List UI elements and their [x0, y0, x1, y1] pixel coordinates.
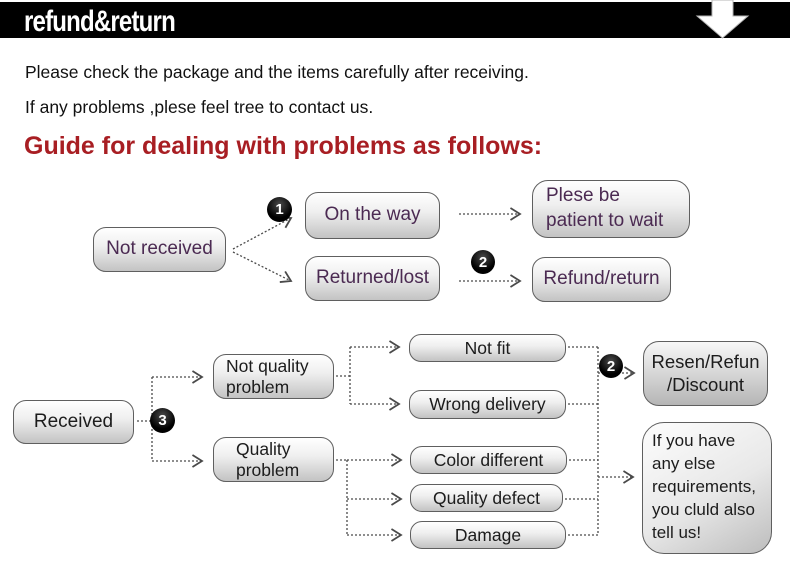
down-arrow-icon	[695, 0, 750, 39]
node-quality-defect: Quality defect	[410, 484, 563, 512]
banner: refund&return	[0, 2, 790, 38]
node-damage: Damage	[410, 521, 566, 549]
guide-heading: Guide for dealing with problems as follo…	[24, 132, 543, 160]
intro-sentence-1: Please check the package and the items c…	[25, 62, 529, 82]
node-not-received: Not received	[93, 227, 226, 272]
node-resend-refund-discount: Resen/Refun /Discount	[643, 341, 768, 406]
flow1-connectors	[232, 207, 522, 288]
step-badge-2: 2	[471, 250, 495, 274]
node-received: Received	[13, 400, 134, 444]
node-color-different: Color different	[410, 446, 567, 474]
node-quality-problem: Quality problem	[213, 437, 334, 482]
node-other-requirements: If you have any else requirements, you c…	[642, 422, 772, 554]
flow2-connectors	[137, 340, 636, 542]
banner-title: refund&return	[24, 5, 176, 38]
intro-sentence-2: If any problems ,plese feel tree to cont…	[25, 97, 374, 117]
step-badge-3: 3	[150, 408, 175, 433]
step-badge-1: 1	[267, 197, 292, 222]
node-returned-lost: Returned/lost	[305, 256, 440, 301]
node-on-the-way: On the way	[305, 192, 440, 239]
node-be-patient: Plese be patient to wait	[532, 180, 690, 238]
step-badge-2-secondary: 2	[599, 354, 623, 378]
node-refund-return: Refund/return	[532, 257, 671, 302]
node-not-fit: Not fit	[409, 334, 566, 362]
node-not-quality-problem: Not quality problem	[213, 354, 334, 399]
node-wrong-delivery: Wrong delivery	[409, 390, 566, 419]
